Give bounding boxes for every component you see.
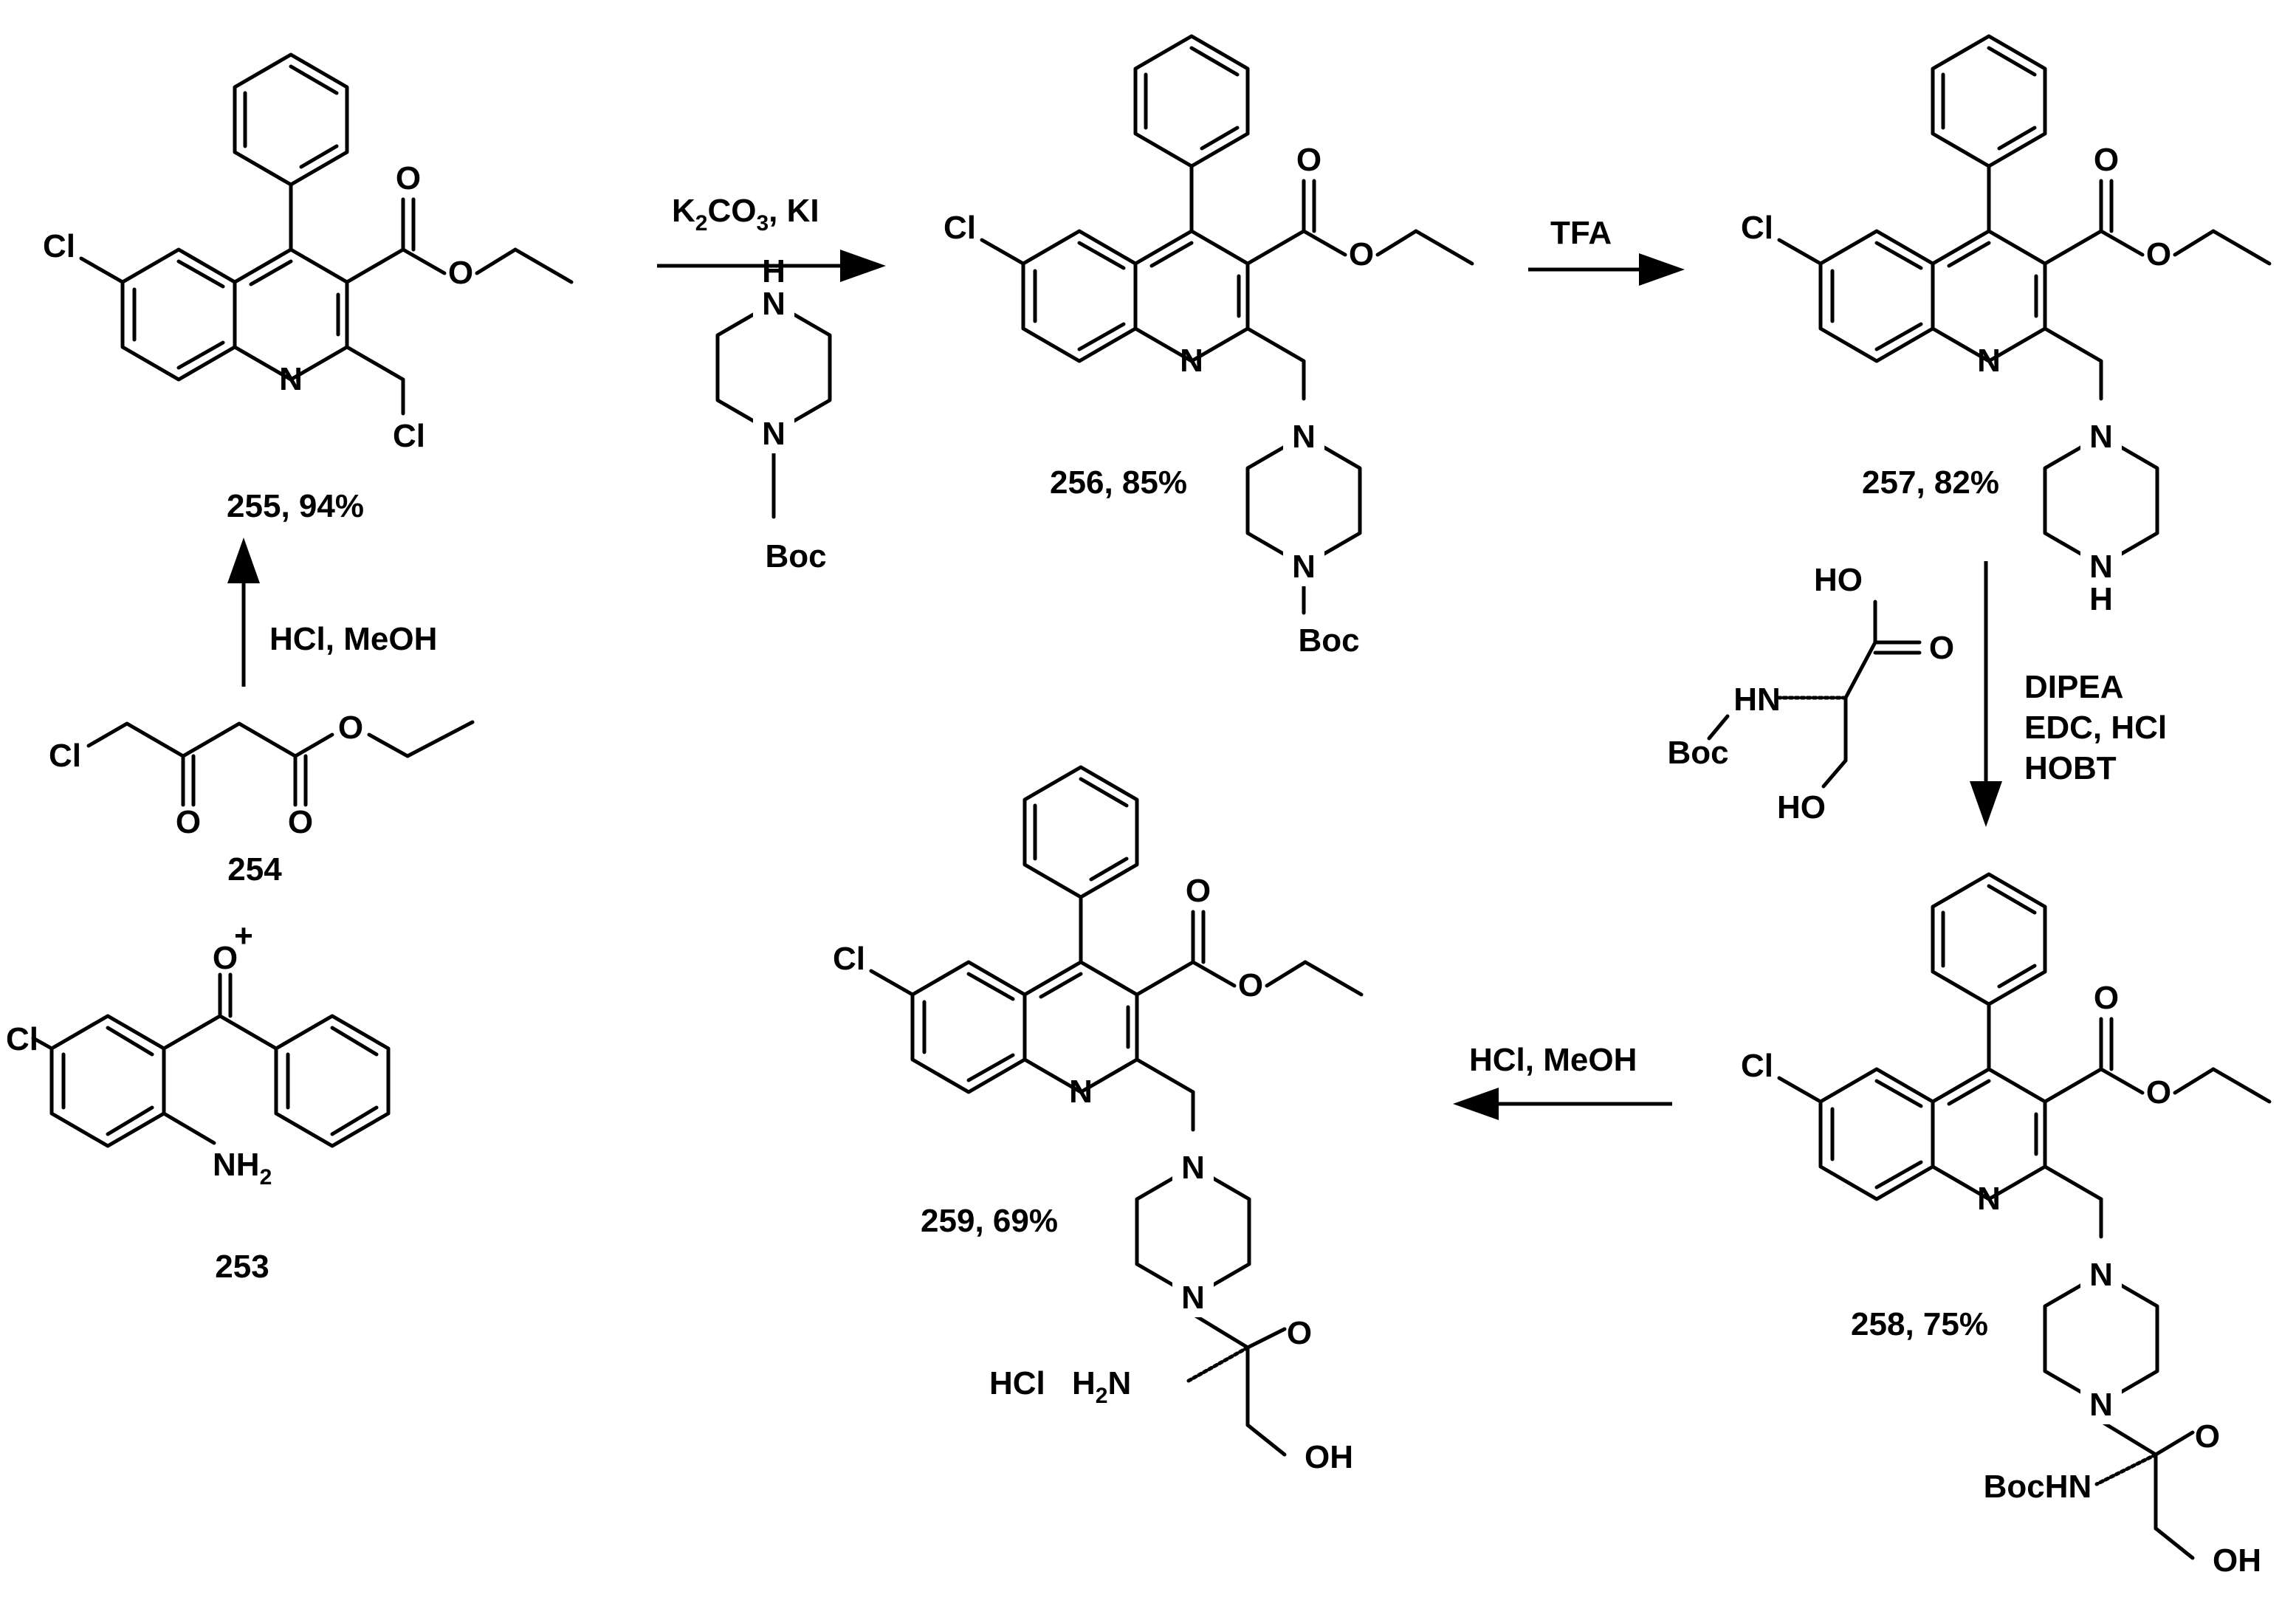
atom-h: H	[2089, 581, 2113, 617]
atom-boc: Boc	[765, 538, 826, 574]
atom-n: N	[1069, 1074, 1093, 1110]
atom-bochn: BocHN	[1984, 1469, 2092, 1505]
reagent-step4-line3: HOBT	[2024, 750, 2117, 786]
compound-255: N Cl O O Cl 255, 94%	[43, 55, 571, 524]
compound-256: N N Boc N Cl O O 256, 85%	[944, 36, 1472, 659]
atom-o: O	[1238, 967, 1263, 1003]
atom-n: N	[1292, 549, 1316, 585]
atom-cl: Cl	[1741, 210, 1773, 246]
atom-h: H	[762, 253, 786, 289]
compound-label-256: 256, 85%	[1050, 464, 1187, 501]
atom-nh: N	[2089, 549, 2113, 585]
atom-o: O	[2146, 236, 2171, 272]
compound-label-259: 259, 69%	[921, 1203, 1058, 1239]
atom-o: O	[2094, 980, 2119, 1016]
atom-ho: HO	[1777, 789, 1826, 825]
reagent-boc-piperazine: H N N Boc	[718, 253, 830, 574]
atom-n: N	[1180, 343, 1203, 379]
compound-259: N N O HCl H2N OH N Cl O O 259, 69%	[833, 767, 1361, 1475]
atom-o: O	[448, 255, 473, 291]
atom-o: O	[1296, 142, 1321, 178]
atom-hcl-salt: HCl	[989, 1365, 1045, 1401]
compound-258: N N O BocHN OH N Cl O O 258, 75%	[1741, 874, 2269, 1579]
reagent-step1: HCl, MeOH	[269, 621, 437, 657]
atom-o: O	[1349, 236, 1374, 272]
atom-o: O	[213, 940, 238, 976]
atom-o: O	[1287, 1315, 1312, 1351]
reagent-step3: TFA	[1550, 215, 1612, 251]
atom-cl: Cl	[6, 1021, 38, 1057]
atom-boc: Boc	[1667, 735, 1728, 771]
atom-oh: OH	[2213, 1542, 2261, 1579]
atom-o: O	[338, 710, 363, 746]
atom-n: N	[2089, 419, 2113, 455]
atom-n: N	[279, 361, 303, 397]
arrow-step5	[1453, 1088, 1672, 1120]
atom-cl: Cl	[944, 210, 976, 246]
compound-label-258: 258, 75%	[1851, 1306, 1988, 1342]
atom-cl: Cl	[833, 941, 865, 977]
arrow-step4	[1970, 561, 2002, 827]
atom-cl: Cl	[43, 228, 75, 264]
arrow-step1	[227, 538, 260, 687]
atom-n: N	[2089, 1387, 2113, 1423]
reagent-step2: K2CO3, KI	[672, 193, 819, 236]
atom-nh2: NH2	[213, 1147, 272, 1190]
atom-oh: OH	[1305, 1439, 1353, 1475]
atom-ho: HO	[1814, 562, 1863, 598]
atom-n: N	[1977, 1181, 2001, 1217]
atom-n: N	[1977, 343, 2001, 379]
atom-o: O	[396, 160, 421, 196]
atom-hn: HN	[1733, 682, 1781, 718]
atom-n: N	[762, 286, 786, 322]
reagent-step5: HCl, MeOH	[1469, 1042, 1637, 1078]
compound-253: Cl O NH2 253	[6, 940, 391, 1285]
atom-o: O	[1186, 873, 1211, 909]
atom-cl: Cl	[49, 738, 81, 774]
atom-o: O	[2094, 142, 2119, 178]
atom-h2n: H2N	[1072, 1365, 1131, 1408]
compound-label-254: 254	[227, 851, 282, 888]
atom-cl: Cl	[393, 418, 425, 454]
atom-o: O	[176, 804, 201, 840]
reagent-step4-line2: EDC, HCl	[2024, 710, 2167, 746]
atom-n: N	[762, 416, 786, 452]
compound-label-253: 253	[215, 1249, 269, 1285]
atom-cl: Cl	[1741, 1048, 1773, 1084]
atom-n: N	[1181, 1280, 1205, 1316]
compound-label-255: 255, 94%	[227, 488, 364, 524]
compound-257: N N H N Cl O O 257, 82%	[1741, 36, 2269, 617]
atom-boc: Boc	[1298, 622, 1359, 659]
reagent-boc-serine: HO O HN Boc HO	[1667, 562, 1954, 825]
atom-n: N	[1292, 419, 1316, 455]
arrow-step3	[1528, 253, 1685, 286]
atom-o: O	[2146, 1074, 2171, 1111]
atom-o: O	[288, 804, 313, 840]
plus-sign: +	[234, 918, 253, 954]
atom-o: O	[2195, 1418, 2220, 1455]
atom-o: O	[1929, 630, 1954, 666]
arrow-step2	[657, 250, 886, 282]
atom-n: N	[2089, 1257, 2113, 1293]
atom-n: N	[1181, 1150, 1205, 1186]
compound-label-257: 257, 82%	[1862, 464, 1999, 501]
compound-254: Cl O O O 254	[49, 710, 475, 888]
reagent-step4-line1: DIPEA	[2024, 669, 2123, 705]
